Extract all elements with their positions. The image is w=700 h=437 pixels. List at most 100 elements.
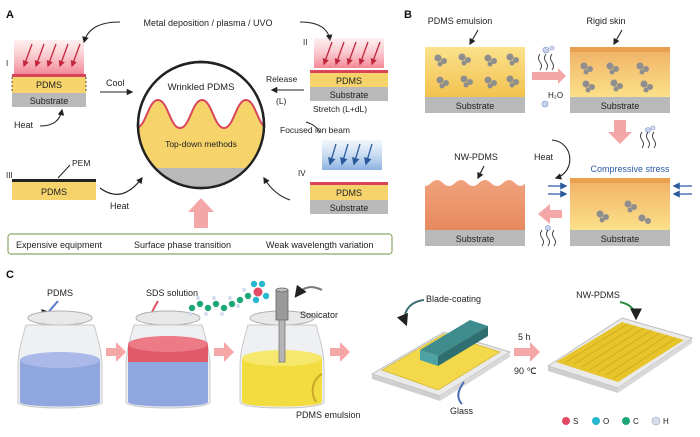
up-arrow: [188, 198, 214, 228]
substrate-layer: [12, 93, 86, 107]
drawback-3: Weak wavelength variation: [266, 240, 373, 250]
stage-4-base: Substrate: [330, 203, 369, 213]
legend-s-dot: [562, 417, 570, 425]
b-emulsion-block: PDMS emulsion Substrate: [425, 16, 525, 113]
emulsion-arrow: [311, 373, 323, 403]
c-arrow-3: [330, 342, 350, 362]
skin-particles: [580, 62, 653, 93]
panel-a-title: Metal deposition / plasma / UVO: [143, 18, 272, 28]
c-emulsion-label: PDMS emulsion: [296, 410, 361, 420]
release-length: (L): [276, 96, 287, 106]
jar-pdms: PDMS: [17, 288, 103, 409]
sds-molecule: [188, 280, 270, 316]
blade-arrow: [396, 299, 425, 327]
c-blade-label: Blade-coating: [426, 294, 481, 304]
pem-leader: [57, 164, 71, 179]
b-substrate-4: Substrate: [601, 234, 640, 244]
b-heat-label: Heat: [534, 152, 554, 162]
sonicator-arrow: [294, 284, 323, 298]
stage-4-roman: IV: [298, 169, 306, 178]
b-rigid-label: Rigid skin: [586, 16, 625, 26]
drawback-1: Expensive equipment: [16, 240, 103, 250]
pdms-layer: [12, 77, 86, 93]
stage-1-base: Substrate: [30, 96, 69, 106]
b-substrate-1: Substrate: [456, 101, 495, 111]
b-rigid-block: Rigid skin Substrate: [570, 16, 670, 113]
drawbacks-box: Expensive equipment Surface phase transi…: [7, 233, 393, 255]
stage-4-film: PDMS: [336, 188, 362, 198]
compress-particles: [596, 200, 651, 224]
stage-3-arrow: [99, 176, 143, 195]
c-pdms-label: PDMS: [47, 288, 73, 298]
legend-s: S: [573, 417, 578, 426]
skin-layer: [12, 74, 86, 77]
c-nw-label: NW-PDMS: [576, 290, 620, 300]
compressive-label: Compressive stress: [590, 164, 670, 174]
stage-1-film: PDMS: [36, 80, 62, 90]
focused-label: Focused ion beam: [280, 125, 350, 135]
c-arrow-1: [106, 342, 126, 362]
nw-texture: [565, 323, 677, 379]
plasma-arrows: [322, 41, 381, 66]
nw-pdms-final: NW-PDMS: [546, 290, 694, 393]
c-arrow-4: [514, 342, 540, 362]
legend-o: O: [603, 417, 609, 426]
title-arrow-right: [299, 21, 333, 42]
evap-mid: [640, 125, 656, 149]
compress-arrows: [548, 182, 692, 198]
b-substrate-3: Substrate: [456, 234, 495, 244]
left-arrow: [538, 204, 562, 224]
atom-legend: S O C H: [562, 416, 669, 426]
b-substrate-2: Substrate: [601, 101, 640, 111]
jar-emulsion: [239, 287, 325, 409]
c-sds-label: SDS solution: [146, 288, 198, 298]
jar-sds: SDS solution: [125, 288, 211, 409]
ion-arrows: [328, 143, 373, 166]
cool-label: Cool: [106, 78, 125, 88]
c-sonicator-label: Sonicator: [300, 310, 338, 320]
panel-b-label: B: [404, 9, 412, 21]
plasma-glow: [14, 40, 84, 74]
b-nw-block: NW-PDMS Substrate: [425, 152, 525, 246]
stage-3: III PEM PDMS Heat: [6, 158, 130, 211]
water-evaporation: H₂O: [532, 45, 566, 108]
panel-a-label: A: [6, 9, 14, 21]
wrinkled-circle: Wrinkled PDMS Top-down methods: [136, 60, 266, 190]
c-temp-label: 90 ℃: [514, 366, 537, 376]
panel-c-label: C: [6, 269, 14, 281]
glass-arrow: [457, 381, 465, 405]
stage-1-heat: Heat: [14, 120, 34, 130]
c-glass-label: Glass: [450, 406, 474, 416]
c-time-label: 5 h: [518, 332, 531, 342]
down-arrow: [608, 120, 632, 144]
emulsion-particles: [434, 53, 519, 89]
circle-method: Top-down methods: [165, 139, 237, 149]
ion-glow: [322, 140, 382, 170]
focused-leader: [305, 121, 321, 133]
stage-1: I PDMS Substrate Heat: [6, 40, 87, 130]
evap-lower: [540, 225, 556, 247]
stage-1-roman: I: [6, 59, 8, 68]
stage-2-roman: II: [303, 38, 307, 47]
legend-h-dot: [651, 416, 661, 426]
circle-title: Wrinkled PDMS: [168, 82, 235, 93]
c-arrow-2: [214, 342, 234, 362]
stage-2-stretch: Stretch (L+dL): [313, 104, 367, 114]
legend-o-dot: [592, 417, 600, 425]
stage-3-roman: III: [6, 171, 13, 180]
plasma-arrows: [22, 43, 81, 68]
legend-c-dot: [622, 417, 630, 425]
stage-2: II PDMS Substrate Stretch (L+dL): [303, 38, 388, 114]
release-label: Release: [266, 74, 297, 84]
water-label: H₂O: [548, 91, 563, 100]
blade-coating: [370, 320, 512, 401]
b-compress-block: Substrate: [548, 178, 692, 246]
stage-4-arrow: [263, 176, 291, 201]
stage-4: IV PDMS Substrate: [298, 140, 388, 214]
stage-3-film: PDMS: [41, 187, 67, 197]
stage-2-base: Substrate: [330, 90, 369, 100]
stage-3-heat: Heat: [110, 201, 130, 211]
stage-2-film: PDMS: [336, 76, 362, 86]
heat-arrow: [39, 108, 65, 127]
